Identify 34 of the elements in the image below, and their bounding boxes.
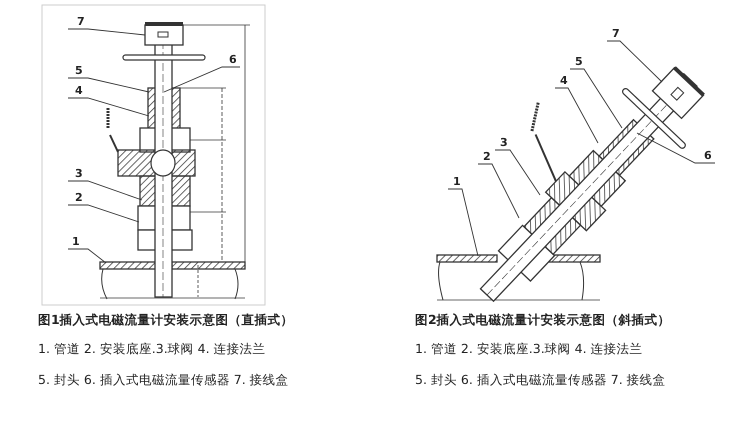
callout-number: 5 bbox=[575, 56, 583, 68]
callout-number: 3 bbox=[500, 137, 508, 149]
leader-line bbox=[606, 40, 662, 82]
callout-number: 2 bbox=[75, 192, 83, 204]
callout-number: 5 bbox=[75, 65, 83, 77]
callout-number: 1 bbox=[72, 236, 80, 248]
callout-number: 1 bbox=[453, 176, 461, 188]
legend-text: 1. 管道 2. 安装底座.3.球阀 4. 连接法兰 bbox=[38, 341, 266, 356]
leader-line bbox=[68, 28, 146, 36]
figure-caption: 图1插入式电磁流量计安装示意图（直插式） bbox=[38, 312, 294, 327]
leader-line bbox=[164, 66, 240, 92]
leader-line bbox=[554, 88, 598, 144]
leader-line bbox=[68, 204, 140, 222]
legend-text: 5. 封头 6. 插入式电磁流量传感器 7. 接线盒 bbox=[38, 372, 289, 387]
leader-line bbox=[68, 98, 150, 116]
leader-line bbox=[68, 248, 106, 264]
leader-line bbox=[570, 68, 622, 128]
figure-caption: 图2插入式电磁流量计安装示意图（斜插式） bbox=[415, 312, 671, 327]
leader-line bbox=[478, 164, 520, 218]
leader-line bbox=[68, 180, 142, 200]
callout-number: 7 bbox=[77, 16, 85, 28]
callout-number: 4 bbox=[560, 75, 568, 87]
callout-number: 6 bbox=[229, 54, 237, 66]
callout-number: 4 bbox=[75, 85, 83, 97]
legend-text: 5. 封头 6. 插入式电磁流量传感器 7. 接线盒 bbox=[415, 372, 666, 387]
leader-line bbox=[448, 188, 478, 256]
leader-line bbox=[494, 150, 540, 196]
leader-line bbox=[68, 78, 150, 92]
legend-text: 1. 管道 2. 安装底座.3.球阀 4. 连接法兰 bbox=[415, 341, 643, 356]
callout-number: 3 bbox=[75, 168, 83, 180]
callout-number: 6 bbox=[704, 150, 712, 162]
callout-number: 2 bbox=[483, 151, 491, 163]
leader-line bbox=[636, 132, 716, 164]
callout-number: 7 bbox=[612, 28, 620, 40]
